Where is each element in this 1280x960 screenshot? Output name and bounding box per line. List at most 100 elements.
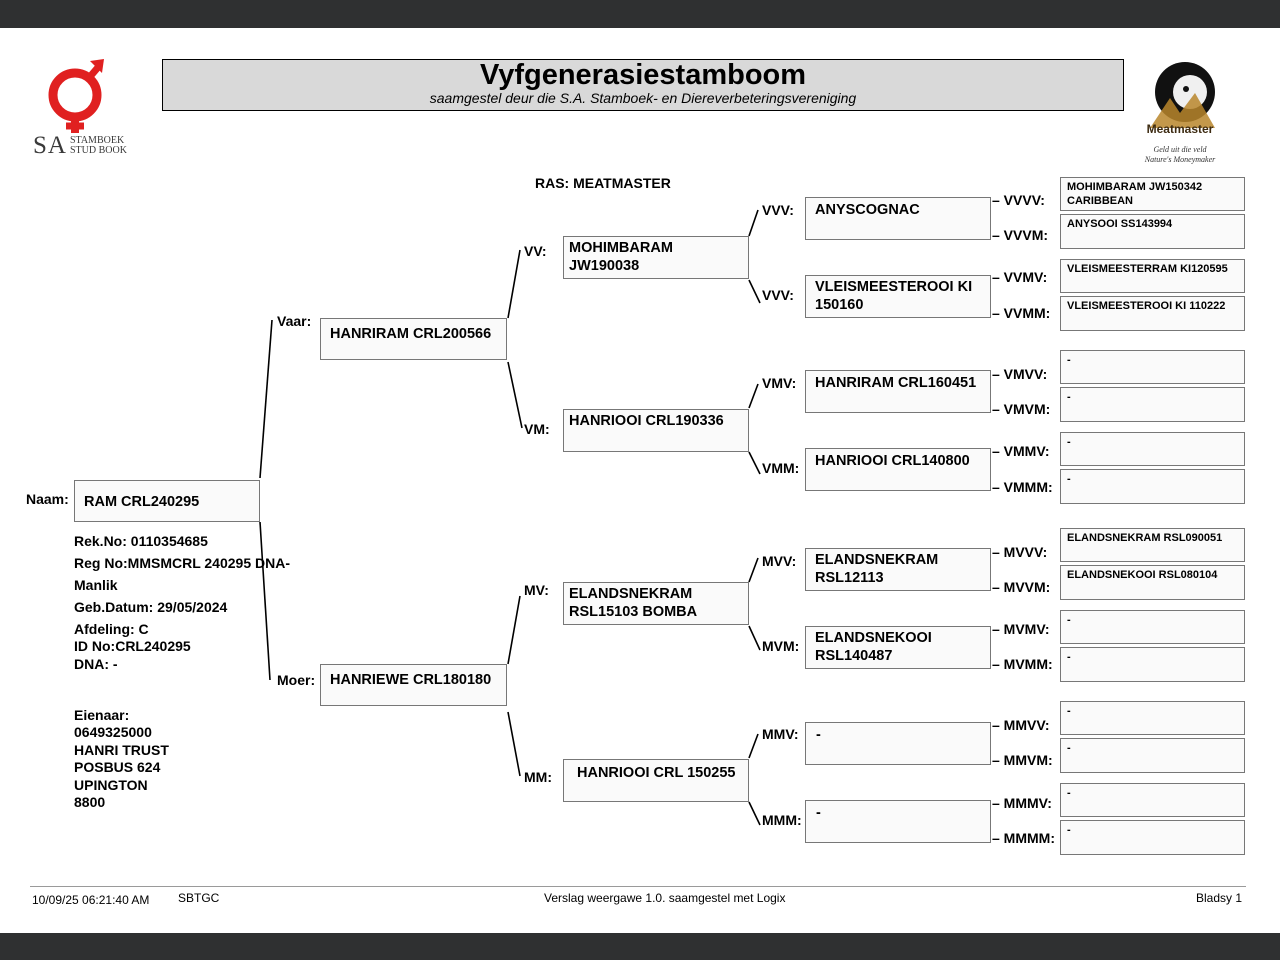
label-MV: MV: [524,582,549,598]
pedigree-box-VVM: VLEISMEESTEROOI KI 150160 [805,275,991,318]
pedigree-name-MVVM: ELANDSNEKOOI RSL080104 [1067,569,1218,581]
footer-page: Bladsy 1 [1196,891,1243,905]
pedigree-name-VVMV: VLEISMEESTERRAM KI120595 [1067,263,1228,275]
pedigree-name-MVMV: - [1067,614,1071,626]
pedigree-box-VV: MOHIMBARAM JW190038 [563,236,749,279]
pedigree-box-MMMV: - [1060,783,1245,817]
meatmaster-logo: Meatmaster Geld uit die veld Nature's Mo… [1144,62,1216,164]
pedigree-name-MVVV: ELANDSNEKRAM RSL090051 [1067,532,1223,544]
pedigree-box-VMVM: - [1060,387,1245,422]
animal-name-label: Naam: [26,491,69,507]
label-MVVM: – MVVM: [992,579,1051,595]
sa-logo-line2: STUD BOOK [69,145,127,156]
animal-name: RAM CRL240295 [84,494,200,510]
pedigree-name-VVVM: ANYSOOI SS143994 [1067,218,1173,230]
viewer-top-bar [0,0,1280,28]
pedigree-name-VMM: HANRIOOI CRL140800 [815,453,970,469]
page-subtitle: saamgestel deur die S.A. Stamboek- en Di… [429,90,857,106]
label-MMVM: – MMVM: [992,752,1053,768]
label-VMM: VMM: [762,460,800,476]
pedigree-box-MVVM: ELANDSNEKOOI RSL080104 [1060,565,1245,600]
meatmaster-logo-tagline2: Nature's Moneymaker [1144,155,1216,164]
pedigree-box-VM: HANRIOOI CRL190336 [563,409,749,452]
meatmaster-logo-name: Meatmaster [1147,122,1214,136]
pedigree-box-MVMV: - [1060,610,1245,644]
pedigree-name-VMV: HANRIRAM CRL160451 [815,375,977,391]
label-MMM: MMM: [762,812,802,828]
owner-name: HANRI TRUST [74,741,169,758]
owner-number: 0649325000 [74,724,152,741]
pedigree-name-MM: HANRIOOI CRL 150255 [577,765,736,781]
pedigree-box-MV: ELANDSNEKRAM RSL15103 BOMBA [563,582,749,625]
meatmaster-logo-tagline1: Geld uit die veld [1153,145,1207,154]
pedigree-name-VVMM: VLEISMEESTEROOI KI 110222 [1067,300,1226,312]
pedigree-box-VMV: HANRIRAM CRL160451 [805,370,991,413]
reg-no: Reg No:MMSMCRL 240295 DNA- [74,555,290,571]
pedigree-box-MM: HANRIOOI CRL 150255 [563,759,749,802]
breed-label: RAS: MEATMASTER [535,175,671,191]
label-VVV: VVV: [762,202,794,218]
pedigree-box-VVMM: VLEISMEESTEROOI KI 110222 [1060,296,1245,331]
label-VVMV: – VVMV: [992,269,1048,285]
label-MVMV: – MVMV: [992,621,1050,637]
owner-address-1: POSBUS 624 [74,759,161,776]
pedigree-box-V: HANRIRAM CRL200566 [320,318,507,360]
owner-address-2: UPINGTON [74,776,148,793]
pedigree-box-MMVV: - [1060,701,1245,735]
label-VMMM: – VMMM: [992,479,1053,495]
label-MVM: MVM: [762,638,800,654]
label-VMMV: – VMMV: [992,443,1050,459]
sa-stamboek-logo [48,59,104,133]
label-VV: VV: [524,243,547,259]
pedigree-box-MMV: - [805,722,991,765]
title-box: Vyfgenerasiestamboom saamgestel deur die… [162,59,1124,111]
label-VMV: VMV: [762,375,797,391]
label-VVM: VVV: [762,287,794,303]
label-MMVV: – MMVV: [992,717,1050,733]
pedigree-box-VMM: HANRIOOI CRL140800 [805,448,991,491]
label-MVVV: – MVVV: [992,544,1048,560]
footer-code: SBTGC [178,891,220,905]
footer-timestamp: 10/09/25 06:21:40 AM [32,893,150,907]
pedigree-name-MMMM: - [1067,824,1071,836]
pedigree-box-VMMV: - [1060,432,1245,466]
label-MVMM: – MVMM: [992,656,1053,672]
label-MMMV: – MMMV: [992,795,1052,811]
animal-name-box: RAM CRL240295 [74,480,260,522]
pedigree-box-MVMM: - [1060,647,1245,682]
pedigree-name-MMV: - [816,727,821,743]
sa-logo-line1: STAMBOEK [69,135,125,146]
pedigree-box-VVV: ANYSCOGNAC [805,197,991,240]
pedigree-name-M: HANRIEWE CRL180180 [330,672,492,688]
label-VVVV: – VVVV: [992,192,1045,208]
owner-block: Eienaar: 0649325000 HANRI TRUST POSBUS 6… [74,707,169,811]
pedigree-name-MMVM: - [1067,742,1071,754]
pedigree-name-VMVV: - [1067,354,1071,366]
pedigree-name-MVV: ELANDSNEKRAM RSL12113 [815,552,939,586]
label-MVV: MVV: [762,553,797,569]
pedigree-name-VMMV: - [1067,436,1071,448]
label-M: Moer: [277,672,316,688]
pedigree-box-VMMM: - [1060,469,1245,504]
pedigree-name-VVV: ANYSCOGNAC [815,202,920,218]
label-MMMM: – MMMM: [992,830,1055,846]
pedigree-name-VVVV: MOHIMBARAM JW150342 CARIBBEAN [1067,181,1203,207]
birth-date: Geb.Datum: 29/05/2024 [74,599,228,615]
pedigree-name-VVM: VLEISMEESTEROOI KI 150160 [815,279,973,313]
page-title: Vyfgenerasiestamboom [479,59,807,91]
label-MM: MM: [524,769,552,785]
label-VM: VM: [524,421,550,437]
pedigree-name-V: HANRIRAM CRL200566 [330,326,492,342]
dna: DNA: - [74,656,118,672]
footer-divider [30,886,1246,887]
sex: Manlik [74,577,118,593]
footer-version: Verslag weergawe 1.0. saamgestel met Log… [544,891,786,905]
owner-heading: Eienaar: [74,707,130,723]
label-VMVM: – VMVM: [992,401,1051,417]
pedigree-box-MVM: ELANDSNEKOOI RSL140487 [805,626,991,669]
pedigree-box-M: HANRIEWE CRL180180 [320,664,507,706]
label-VVMM: – VVMM: [992,305,1051,321]
sa-logo-letters: SA [33,132,67,159]
viewer-bottom-bar [0,933,1280,960]
pedigree-name-MMVV: - [1067,705,1071,717]
